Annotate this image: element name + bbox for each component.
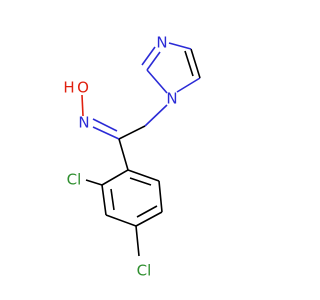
- bond-ar4-ar5-inner: [136, 205, 158, 218]
- bond-c4-n3: [168, 42, 192, 50]
- atom-label-chlorine-ortho: Cl: [67, 171, 82, 189]
- atom-label-imidazole-n1: N: [166, 90, 177, 108]
- chemical-structure: N N N O H Cl Cl: [63, 34, 201, 280]
- bond-ch2-c-oxime: [118, 125, 146, 140]
- atom-label-hydroxyl-o: O: [77, 79, 89, 97]
- bond-c5-c4: [190, 48, 201, 79]
- atom-label-chlorine-para: Cl: [137, 262, 152, 280]
- bond-n-o: [81, 94, 84, 117]
- bond-ar2-cl: [85, 179, 103, 186]
- bond-ar4-ar5: [135, 211, 163, 227]
- bond-ar6-ar1-inner: [129, 177, 152, 186]
- bond-ar2-ar3-inner: [110, 188, 115, 211]
- bond-c5-c4-double: [184, 50, 194, 77]
- bond-ar3-ar4: [105, 214, 137, 227]
- bond-c-oxime-n-double: [92, 118, 118, 132]
- bond-n3-c2: [146, 51, 161, 71]
- bond-c2-n1: [146, 69, 168, 94]
- bond-n1-c5: [176, 77, 201, 93]
- bond-ar4-cl: [135, 225, 140, 257]
- bond-ar1-ar2: [101, 169, 129, 186]
- bond-n1-ch2: [144, 104, 168, 127]
- atom-label-oxime-n: N: [78, 114, 89, 132]
- atom-labels: N N N O H Cl Cl: [63, 34, 177, 280]
- bond-c-oxime-aryl: [118, 138, 129, 171]
- bond-n3-c2-double: [141, 46, 156, 66]
- bond-ar5-ar6: [158, 180, 163, 213]
- atom-label-imidazole-n3: N: [156, 34, 167, 52]
- bond-ar2-ar3: [101, 184, 107, 216]
- atom-label-hydroxyl-h: H: [63, 79, 74, 97]
- bonds: [81, 42, 201, 257]
- bond-c-oxime-n: [92, 126, 120, 140]
- bond-ar6-ar1: [127, 169, 160, 182]
